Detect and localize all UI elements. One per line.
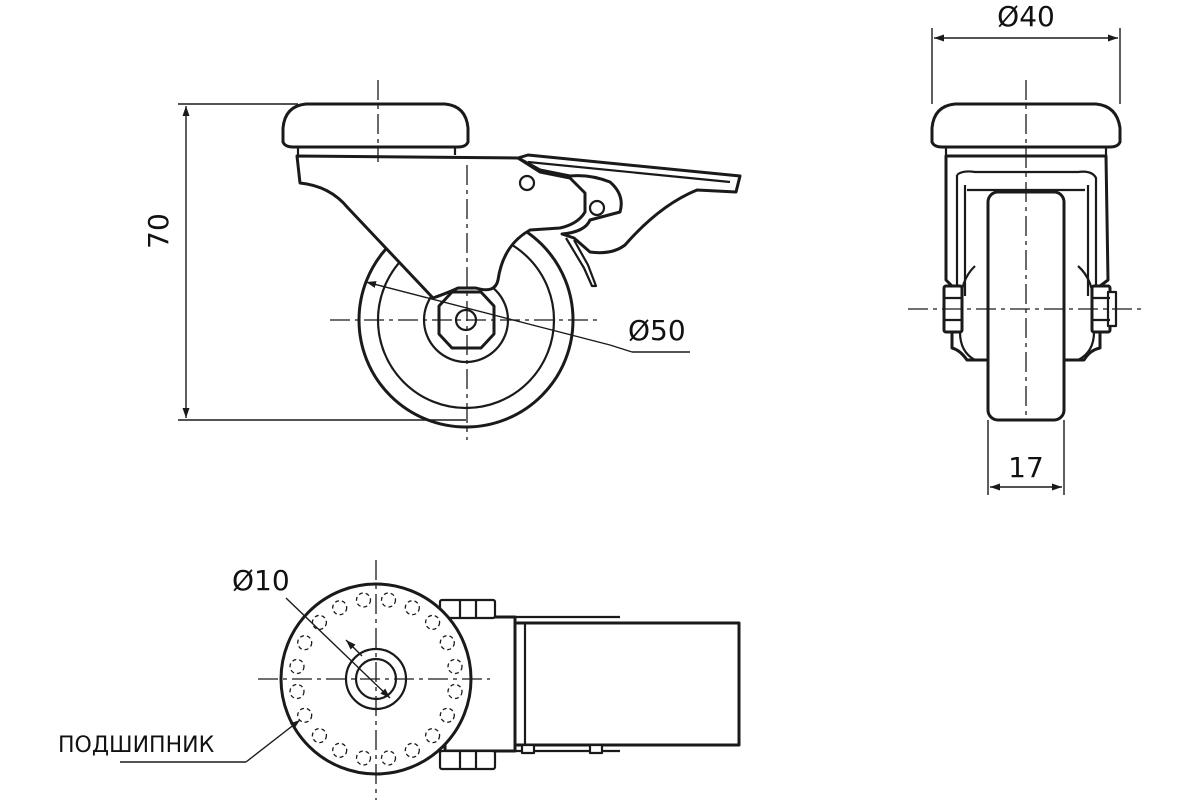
bearing-ball bbox=[447, 658, 463, 675]
bearing-ball bbox=[297, 635, 313, 651]
bearing-balls bbox=[289, 592, 463, 766]
bearing-ball bbox=[289, 658, 305, 675]
dim-height-70: 70 bbox=[142, 213, 175, 249]
side-top-plate bbox=[281, 102, 470, 149]
bearing-ball bbox=[404, 742, 420, 758]
bearing-ball bbox=[380, 750, 397, 766]
dim-bolt-hole-diameter-10: Ø10 bbox=[232, 564, 290, 597]
label-bearing: ПОДШИПНИК bbox=[58, 733, 215, 758]
bearing-ball bbox=[439, 635, 455, 651]
bearing-ball bbox=[380, 592, 397, 608]
side-fork bbox=[295, 154, 587, 300]
bearing-ball bbox=[439, 707, 455, 723]
bearing-ball bbox=[404, 600, 420, 616]
bearing-ball bbox=[355, 750, 372, 766]
dim-plate-diameter-40: Ø40 bbox=[997, 0, 1055, 33]
bearing-ball bbox=[355, 592, 372, 608]
front-view: Ø40 17 bbox=[908, 0, 1145, 495]
side-view: 70 Ø50 bbox=[142, 80, 742, 440]
dim-wheel-diameter-50: Ø50 bbox=[628, 314, 686, 347]
bearing-ball bbox=[297, 707, 313, 723]
bearing-ball bbox=[424, 727, 441, 744]
side-brake-shoe bbox=[565, 237, 598, 288]
top-brake-lever bbox=[513, 621, 741, 747]
bearing-ball bbox=[424, 614, 441, 631]
bearing-ball bbox=[311, 727, 328, 744]
bearing-ball bbox=[447, 683, 463, 700]
bearing-ball bbox=[332, 742, 348, 758]
bearing-ball bbox=[289, 683, 305, 700]
bearing-ball bbox=[332, 600, 348, 616]
dim-wheel-width-17: 17 bbox=[1008, 451, 1044, 484]
side-brake-lever bbox=[516, 153, 742, 255]
top-view: Ø10 ПОДШИПНИК bbox=[58, 560, 741, 800]
